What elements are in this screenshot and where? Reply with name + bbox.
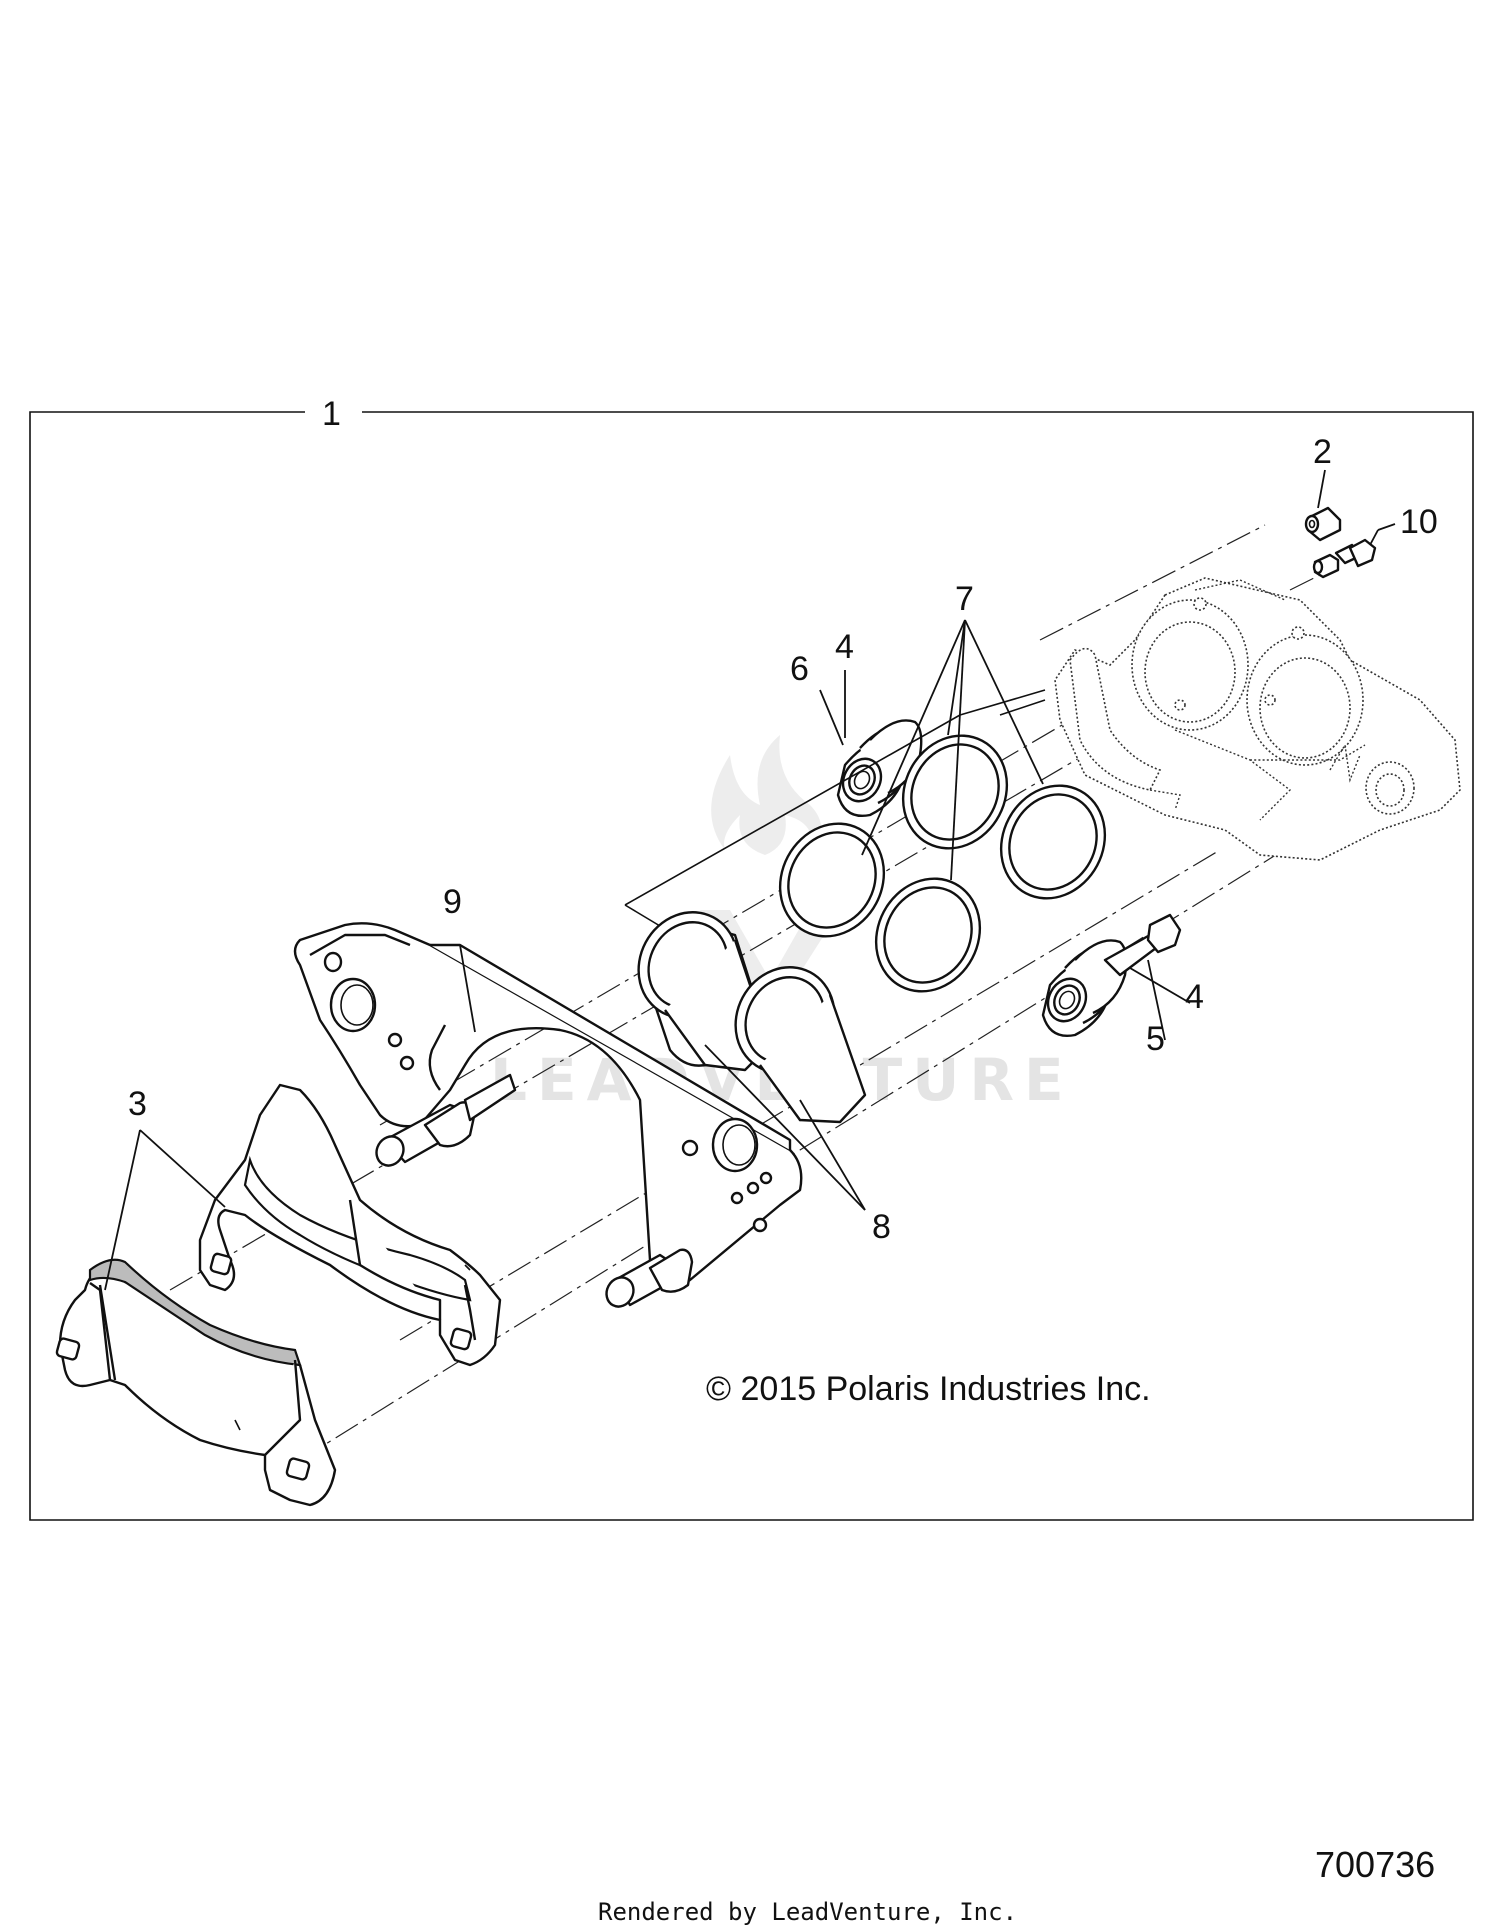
caliper-housing	[1054, 577, 1461, 861]
drawing-number: 700736	[1315, 1844, 1435, 1885]
bleed-screw	[1312, 538, 1377, 579]
guide-pin-upper	[375, 1073, 517, 1167]
callout-5: 5	[1146, 1020, 1165, 1058]
piston-2	[734, 966, 867, 1124]
copyright-notice: © 2015 Polaris Industries Inc.	[706, 1370, 1151, 1408]
caliper-bracket	[293, 922, 803, 1286]
callout-2: 2	[1313, 433, 1332, 471]
assembly-frame	[29, 411, 1474, 1521]
callout-1: 1	[322, 395, 341, 433]
guide-pin-lower	[605, 1248, 694, 1308]
leader-lines	[104, 469, 1396, 1291]
slide-pin-bolt	[1103, 913, 1182, 977]
ring-reference-outline	[624, 689, 1046, 951]
brake-pad-inner	[198, 1083, 502, 1367]
seal-ring-4	[874, 877, 982, 993]
callout-3: 3	[128, 1085, 147, 1123]
callout-6: 6	[790, 650, 809, 688]
callout-4-upper: 4	[835, 628, 854, 666]
callout-9: 9	[443, 883, 462, 921]
seal-ring-2	[999, 784, 1107, 900]
callout-10: 10	[1400, 503, 1438, 541]
callout-4-lower: 4	[1185, 978, 1204, 1016]
piston-seal-lower	[1041, 939, 1128, 1037]
seal-ring-3	[778, 822, 886, 938]
bleed-cap	[1304, 506, 1342, 542]
callout-8: 8	[872, 1208, 891, 1246]
rendered-by: Rendered by LeadVenture, Inc.	[598, 1898, 1017, 1926]
callout-7: 7	[955, 580, 974, 618]
brake-pad-outer	[55, 1258, 337, 1507]
